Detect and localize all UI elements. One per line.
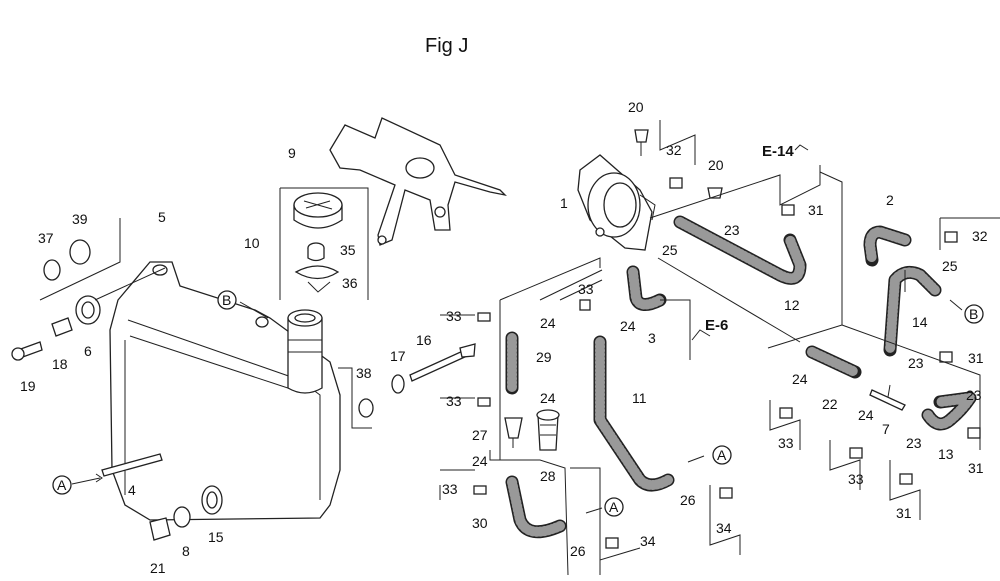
callout-25b: 25 [942, 258, 958, 274]
callout-numbers: 1 2 3 4 5 6 7 8 9 10 11 12 13 14 15 16 1… [20, 99, 988, 576]
callout-2: 2 [886, 192, 894, 208]
svg-text:A: A [717, 447, 727, 463]
callout-23d: 23 [906, 435, 922, 451]
callout-10: 10 [244, 235, 260, 251]
joint-tee [869, 384, 906, 411]
callout-32b: 32 [972, 228, 988, 244]
callout-24d: 24 [620, 318, 636, 334]
callout-33a: 33 [446, 308, 462, 324]
callout-23b: 23 [908, 355, 924, 371]
callout-4: 4 [128, 482, 136, 498]
callout-14: 14 [912, 314, 928, 330]
callout-19: 19 [20, 378, 36, 394]
svg-text:B: B [222, 292, 231, 308]
marker-b-left: B [217, 290, 237, 310]
callout-29: 29 [536, 349, 552, 365]
callout-35: 35 [340, 242, 356, 258]
callout-21: 21 [150, 560, 166, 576]
fuel-pump [577, 154, 656, 251]
hardware [11, 129, 981, 549]
fuel-filter [536, 409, 560, 451]
callout-9: 9 [288, 145, 296, 161]
marker-a-bottom: A [604, 497, 624, 517]
callout-20a: 20 [628, 99, 644, 115]
callout-39: 39 [72, 211, 88, 227]
callout-36: 36 [342, 275, 358, 291]
callout-33f: 33 [848, 471, 864, 487]
svg-text:B: B [969, 306, 978, 322]
callout-20b: 20 [708, 157, 724, 173]
callout-8: 8 [182, 543, 190, 559]
fuel-cap [293, 192, 343, 293]
callout-24e: 24 [792, 371, 808, 387]
callout-31c: 31 [968, 460, 984, 476]
callout-13: 13 [938, 446, 954, 462]
callout-5: 5 [158, 209, 166, 225]
callout-31d: 31 [896, 505, 912, 521]
callout-34b: 34 [640, 533, 656, 549]
marker-a-left: A [52, 475, 72, 495]
callout-33b: 33 [446, 393, 462, 409]
callout-16: 16 [416, 332, 432, 348]
callout-1: 1 [560, 195, 568, 211]
marker-b-right: B [964, 304, 984, 324]
ref-e6-label: E-6 [705, 317, 728, 334]
svg-text:A: A [609, 499, 619, 515]
callout-26b: 26 [570, 543, 586, 559]
tank-bracket [329, 117, 507, 246]
callout-6: 6 [84, 343, 92, 359]
fuel-strainer [504, 417, 523, 448]
marker-a-mid: A [712, 445, 732, 465]
arrows [71, 299, 963, 514]
callout-33e: 33 [778, 435, 794, 451]
callout-24f: 24 [858, 407, 874, 423]
callout-3: 3 [648, 330, 656, 346]
callout-24a: 24 [540, 315, 556, 331]
leader-lines [39, 120, 1000, 576]
callout-23c: 23 [966, 387, 982, 403]
callout-24c: 24 [472, 453, 488, 469]
callout-23a: 23 [724, 222, 740, 238]
callout-17: 17 [390, 348, 406, 364]
callout-22: 22 [822, 396, 838, 412]
ref-e14-label: E-14 [762, 143, 794, 160]
callout-25a: 25 [662, 242, 678, 258]
callout-15: 15 [208, 529, 224, 545]
callout-24b: 24 [540, 390, 556, 406]
callout-37: 37 [38, 230, 54, 246]
callout-33d: 33 [578, 281, 594, 297]
callout-28: 28 [540, 468, 556, 484]
callout-11: 11 [632, 390, 647, 406]
callout-33c: 33 [442, 481, 458, 497]
callout-32a: 32 [666, 142, 682, 158]
fuel-hoses [505, 215, 977, 539]
callout-7: 7 [882, 421, 890, 437]
callout-30: 30 [472, 515, 488, 531]
callout-27: 27 [472, 427, 488, 443]
svg-text:A: A [57, 477, 67, 493]
callout-26a: 26 [680, 492, 696, 508]
callout-38: 38 [356, 365, 372, 381]
figure-title: Fig J [425, 35, 468, 57]
callout-12: 12 [784, 297, 800, 313]
callout-31b: 31 [968, 350, 984, 366]
callout-34a: 34 [716, 520, 732, 536]
callout-18: 18 [52, 356, 68, 372]
callout-31a: 31 [808, 202, 824, 218]
